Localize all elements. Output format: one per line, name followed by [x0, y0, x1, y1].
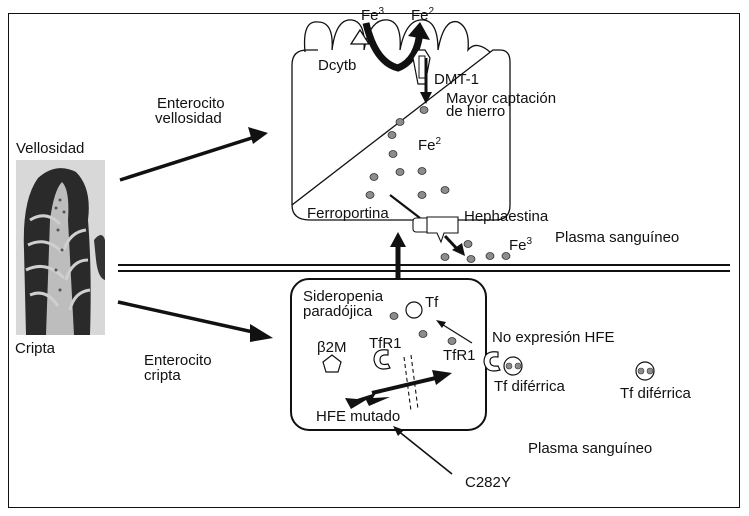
- tfr1-inner-label: TfR1: [369, 335, 402, 352]
- crypt-to-cell-arrow: [117, 300, 263, 336]
- tf-uptake-arrowhead-icon: [436, 320, 446, 328]
- plasma-label-upper: Plasma sanguíneo: [555, 229, 680, 246]
- tf-diferric-2-icon: [635, 361, 655, 381]
- tf-diferric-label-2: Tf diférrica: [620, 385, 691, 402]
- villus-enterocyte-label-2: vellosidad: [155, 110, 222, 127]
- villus-enterocyte-cell: [291, 19, 511, 221]
- iron-dots-plasma: [440, 240, 511, 263]
- uptake-label-2: de hierro: [446, 103, 506, 120]
- c282y-arrow: [396, 429, 453, 475]
- mutation-label: C282Y: [465, 474, 511, 491]
- hfe-mutated-label: HFE mutado: [316, 408, 401, 425]
- fe3-top-sup: 3: [378, 6, 385, 17]
- fe2-inside-text: Fe: [418, 137, 436, 154]
- b2m-pentagon-icon: [322, 354, 342, 373]
- fe2-top-sup: 2: [428, 6, 435, 17]
- fe3-top-label: Fe3: [361, 4, 384, 23]
- ferroportin-label: Ferroportina: [307, 205, 389, 222]
- fe2-top-text: Fe: [411, 7, 429, 24]
- fe3-plasma-text: Fe: [509, 237, 527, 254]
- villus-to-cell-arrow: [119, 134, 259, 182]
- plasma-label-lower: Plasma sanguíneo: [528, 440, 653, 457]
- uptake-label-1: Mayor captación: [446, 90, 557, 107]
- uptake-arrowhead-icon: [420, 92, 432, 104]
- dashed-barrier-2: [410, 354, 419, 410]
- tfr1-membrane-label: TfR1: [443, 347, 476, 364]
- tf-diferric-label-1: Tf diférrica: [494, 378, 565, 395]
- villus-micrograph-image: [16, 160, 105, 335]
- fe3-plasma-label: Fe3: [509, 234, 532, 253]
- dcytb-label: Dcytb: [318, 57, 357, 74]
- transferrin-icon: [405, 301, 423, 319]
- dmt1-label: DMT-1: [434, 71, 479, 88]
- tfr1-inner-icon: [373, 349, 391, 370]
- villus-label: Vellosidad: [16, 140, 85, 157]
- sideropenia-label-2: paradójica: [303, 303, 373, 320]
- crypt-enterocyte-label-2: cripta: [144, 367, 181, 384]
- crypt-enterocyte-label-1: Enterocito: [144, 352, 212, 369]
- villus-arrowhead-icon: [248, 127, 268, 144]
- crypt-arrowhead-icon: [250, 324, 273, 342]
- c282y-arrowhead-icon: [393, 426, 404, 436]
- hfe-tfr1-arrow: [371, 375, 441, 395]
- hfe-tfr1-arrowhead-icon: [432, 370, 452, 385]
- fe2-inside-sup: 2: [435, 136, 442, 147]
- dashed-barrier-1: [403, 356, 412, 412]
- microvilli: [303, 19, 491, 53]
- tf-diferric-1-icon: [503, 356, 523, 376]
- hephaestin-icon: [426, 216, 459, 244]
- sideropenia-label-1: Sideropenia: [303, 288, 384, 305]
- reduction-arrowhead-icon: [408, 22, 430, 40]
- ferroportin-export-line: [389, 194, 421, 219]
- b2m-label: β2M: [317, 339, 347, 356]
- no-hfe-label: No expresión HFE: [492, 329, 615, 346]
- tf-label: Tf: [425, 294, 439, 311]
- maturation-arrowhead-icon: [390, 232, 406, 247]
- export-arrowhead-icon: [452, 243, 465, 256]
- iron-dots-villus: [365, 106, 450, 199]
- figure-frame: [8, 13, 740, 508]
- crypt-label: Cripta: [15, 340, 56, 357]
- hfe-lightning-icon: [345, 393, 390, 409]
- tf-uptake-arrow: [439, 322, 473, 344]
- villus-enterocyte-label-1: Enterocito: [157, 95, 225, 112]
- tfr1-membrane-icon: [483, 351, 501, 372]
- fe3-plasma-sup: 3: [526, 236, 533, 247]
- dmt1-channel: [418, 55, 426, 79]
- hephaestin-label: Hephaestina: [464, 208, 549, 225]
- dcytb-triangle-icon: [349, 28, 371, 45]
- fe2-inside-label: Fe2: [418, 134, 441, 153]
- reduction-arrow: [362, 22, 424, 72]
- fe2-top-label: Fe2: [411, 4, 434, 23]
- fe3-top-text: Fe: [361, 7, 379, 24]
- iron-dots-crypt: [389, 312, 457, 345]
